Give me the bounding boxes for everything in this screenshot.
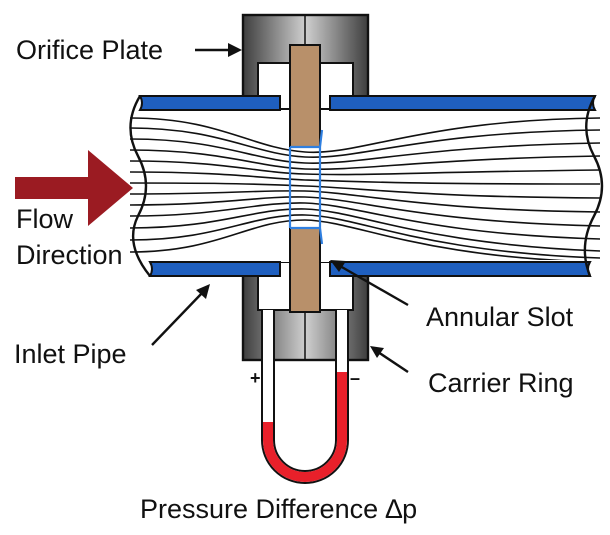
flow-direction-arrow [15,150,133,226]
flow-label-line1: Flow [16,204,74,234]
minus-sign: – [350,368,360,388]
orifice-plate [288,44,324,313]
manometer [261,310,349,484]
leader-arrows [151,43,409,373]
pipe-top-wall-outlet [329,95,597,111]
pressure-difference-label: Pressure Difference ∆p [140,494,417,524]
carrier-ring-label: Carrier Ring [428,368,574,398]
pipe-bottom-wall [148,261,281,277]
flow-label-line2: Direction [16,240,123,270]
pipe-bottom-wall-outlet [329,261,592,277]
plus-sign: + [250,368,261,388]
orifice-plate-label: Orifice Plate [16,35,163,65]
inlet-pipe [129,95,604,277]
annular-slot-label: Annular Slot [426,302,574,332]
pipe-top-wall [138,95,281,111]
orifice-bore [288,129,324,245]
manometer-fluid [263,372,347,482]
inlet-pipe-label: Inlet Pipe [14,339,127,369]
flow-streamlines [130,117,600,260]
